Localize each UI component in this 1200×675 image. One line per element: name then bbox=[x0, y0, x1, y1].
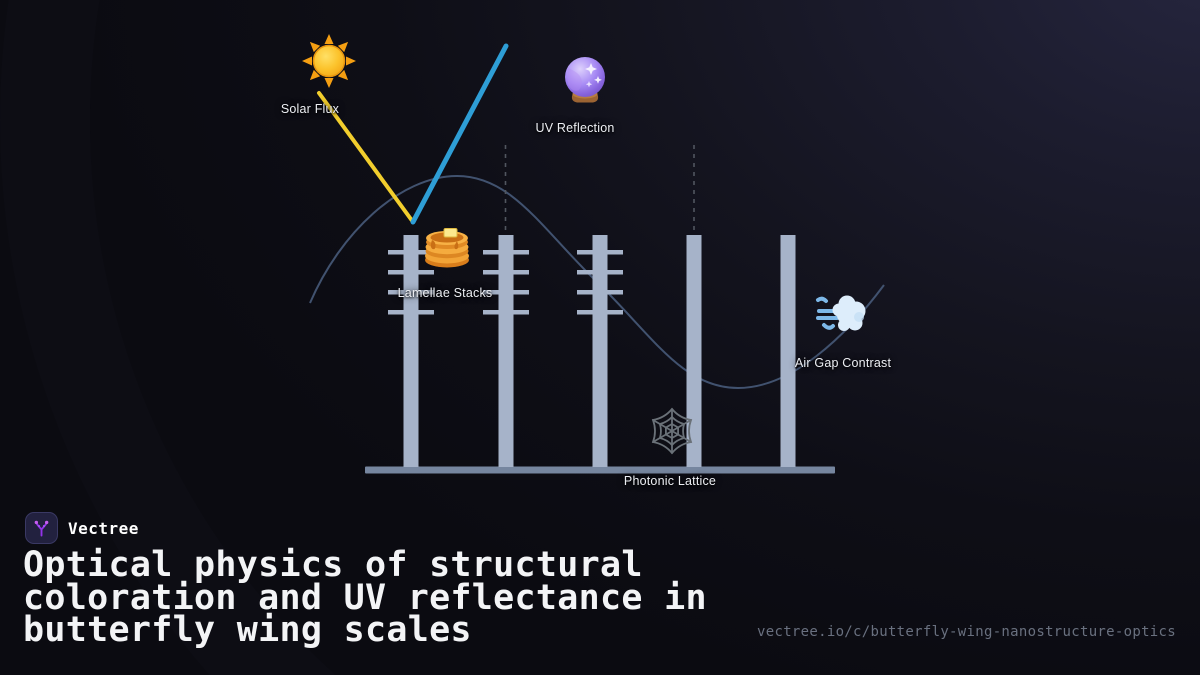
title-line: coloration and UV reflectance in bbox=[23, 577, 707, 618]
wind-icon bbox=[816, 295, 866, 331]
label-photonic-lattice: Photonic Lattice bbox=[623, 474, 717, 488]
label-solar-flux: Solar Flux bbox=[280, 102, 340, 116]
label-uv-reflection: UV Reflection bbox=[535, 121, 615, 135]
incident-ray bbox=[317, 91, 415, 224]
crystal-ball-icon bbox=[565, 57, 605, 103]
lattice-baseline bbox=[365, 466, 835, 474]
title-line: butterfly wing scales bbox=[23, 610, 472, 650]
title-line: Optical physics of structural bbox=[23, 545, 643, 585]
optics-diagram bbox=[302, 34, 885, 474]
page-title: Optical physics of structural coloration… bbox=[23, 545, 803, 650]
sun-icon bbox=[302, 34, 356, 88]
brand-logo bbox=[25, 512, 58, 544]
reflected-uv-ray bbox=[410, 43, 509, 225]
photonic-lattice-structure bbox=[365, 235, 835, 474]
pancakes-icon bbox=[425, 228, 469, 268]
label-lamellae-stacks: Lamellae Stacks bbox=[397, 286, 493, 300]
canonical-url: vectree.io/c/butterfly-wing-nanostructur… bbox=[757, 624, 1176, 640]
brand-name: Vectree bbox=[68, 519, 139, 538]
spider-web-icon bbox=[651, 407, 693, 455]
vectree-logo-icon bbox=[34, 520, 49, 536]
label-air-gap-contrast: Air Gap Contrast bbox=[794, 356, 892, 370]
